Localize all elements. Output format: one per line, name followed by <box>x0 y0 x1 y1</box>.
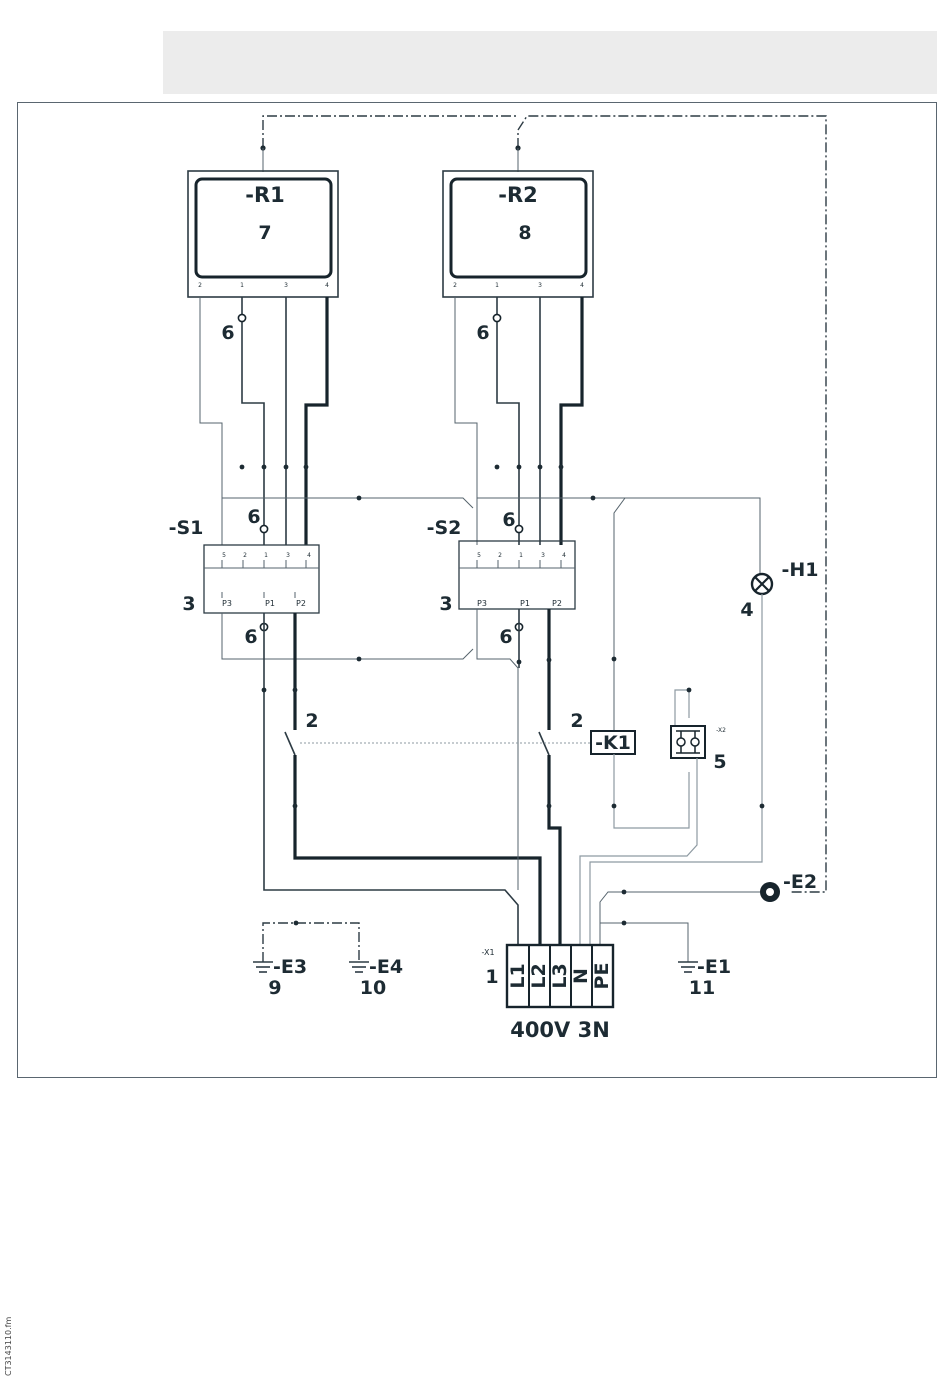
six-label: 6 <box>499 626 512 648</box>
r2-pin: 3 <box>538 282 542 289</box>
s2-pin: 2 <box>498 552 502 559</box>
contactor-wiring: 2 2 -K1 <box>262 498 689 945</box>
r2-number: 8 <box>518 222 531 244</box>
r1-to-s1-wires: 6 <box>200 297 327 545</box>
x1-terminal-label: L2 <box>528 963 550 988</box>
s2-pin: 1 <box>519 552 523 559</box>
e1-number: 11 <box>689 977 715 999</box>
contact-label: 2 <box>305 710 318 732</box>
x1-terminal-label: PE <box>591 963 613 990</box>
x1-number: 1 <box>485 966 498 988</box>
h1-tag: -H1 <box>781 559 818 581</box>
x1-tag: -X1 <box>481 948 494 957</box>
s2-number: 3 <box>439 593 452 615</box>
e2-tag: -E2 <box>783 871 817 893</box>
h1-number: 4 <box>740 599 753 621</box>
six-label: 6 <box>244 626 257 648</box>
s1-number: 3 <box>182 593 195 615</box>
s2-port: P1 <box>520 599 530 608</box>
r1-pin: 1 <box>240 282 244 289</box>
r2-pin: 2 <box>453 282 457 289</box>
e1-earth: -E1 11 <box>600 921 731 999</box>
r1-pin: 2 <box>198 282 202 289</box>
x1-terminal-label: N <box>570 968 592 984</box>
file-reference: CT3143110.fm <box>4 1317 13 1376</box>
r2-pin: 1 <box>495 282 499 289</box>
e1-tag: -E1 <box>697 956 731 978</box>
x1-terminal-label: L3 <box>549 963 571 988</box>
s1-tag: -S1 <box>169 517 204 539</box>
r1-pin: 4 <box>325 282 329 289</box>
s2-pin: 3 <box>541 552 545 559</box>
s2-pin: 5 <box>477 552 481 559</box>
e3-e4-earth: -E3 9 -E4 10 <box>253 921 403 999</box>
r2-tag: -R2 <box>498 183 538 207</box>
r1-tag: -R1 <box>245 183 285 207</box>
s1-pin: 4 <box>307 552 311 559</box>
x2-connector: -X2 5 <box>580 688 727 945</box>
six-label: 6 <box>247 506 260 528</box>
s2-switch: 5 2 1 3 4 P3 P1 P2 -S2 3 6 6 <box>427 496 760 668</box>
s1-port: P2 <box>296 599 306 608</box>
enclosure-dashed <box>260 116 826 892</box>
s2-port: P3 <box>477 599 487 608</box>
r2-pin: 4 <box>580 282 584 289</box>
r2-to-s2-wires: 6 <box>455 297 582 545</box>
r2-element: -R2 8 2 1 3 4 <box>443 171 593 297</box>
e3-number: 9 <box>268 977 281 999</box>
x1-terminal-label: L1 <box>507 963 529 988</box>
x2-number: 5 <box>713 751 726 773</box>
r1-pin: 3 <box>284 282 288 289</box>
x2-tag: -X2 <box>716 727 726 734</box>
k1-tag: -K1 <box>595 732 631 754</box>
s2-port: P2 <box>552 599 562 608</box>
s1-port: P1 <box>265 599 275 608</box>
s1-port: P3 <box>222 599 232 608</box>
r1-element: -R1 7 2 1 3 4 <box>188 171 338 297</box>
contact-label: 2 <box>570 710 583 732</box>
s1-pin: 3 <box>286 552 290 559</box>
x1-terminal: L1 L2 L3 N PE -X1 1 400V 3N <box>481 945 613 1042</box>
r1-number: 7 <box>258 222 271 244</box>
supply-voltage: 400V 3N <box>510 1018 610 1042</box>
s2-tag: -S2 <box>427 517 462 539</box>
s1-pin: 5 <box>222 552 226 559</box>
six-label: 6 <box>502 509 515 531</box>
e4-tag: -E4 <box>369 956 403 978</box>
six-label: 6 <box>476 322 489 344</box>
e2-earth: -E2 <box>600 871 817 945</box>
s1-pin: 2 <box>243 552 247 559</box>
six-label: 6 <box>221 322 234 344</box>
e3-tag: -E3 <box>273 956 307 978</box>
s2-pin: 4 <box>562 552 566 559</box>
s1-pin: 1 <box>264 552 268 559</box>
e4-number: 10 <box>360 977 386 999</box>
